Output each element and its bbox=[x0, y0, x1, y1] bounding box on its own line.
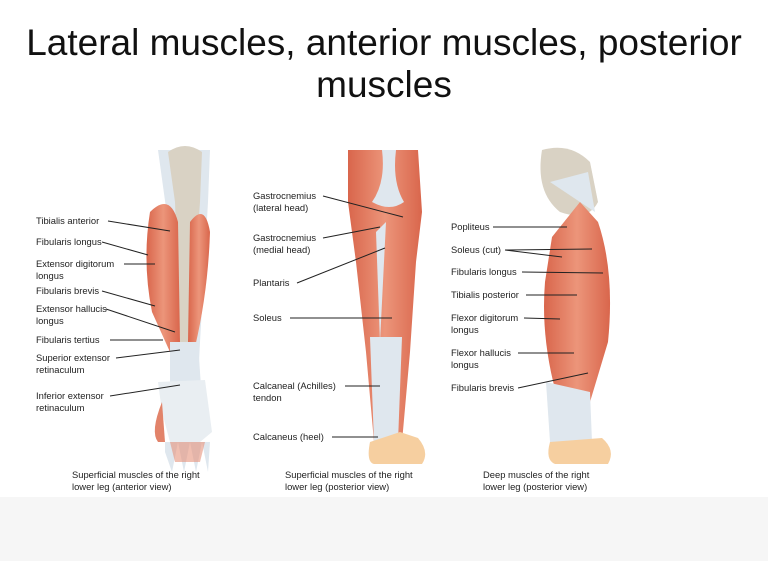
label-fibularis-brevis: Fibularis brevis bbox=[36, 285, 99, 297]
label-text: retinaculum bbox=[36, 363, 85, 375]
label-text: Extensor digitorum bbox=[36, 258, 115, 269]
label-text: longus bbox=[36, 314, 64, 326]
label-gastrocnemius-lateral: Gastrocnemius(lateral head) bbox=[253, 190, 316, 213]
caption-line: lower leg (posterior view) bbox=[483, 480, 588, 492]
label-fibularis-longus-deep: Fibularis longus bbox=[451, 266, 517, 278]
posterior-deep-leg-illustration bbox=[540, 147, 611, 464]
label-text: Tibialis posterior bbox=[451, 289, 519, 300]
label-text: Plantaris bbox=[253, 277, 290, 288]
label-text: Gastrocnemius bbox=[253, 232, 317, 243]
posterior-superficial-leg-illustration bbox=[348, 150, 426, 464]
label-plantaris: Plantaris bbox=[253, 277, 289, 289]
caption-line: lower leg (posterior view) bbox=[285, 480, 390, 492]
label-text: Fibularis longus bbox=[451, 266, 517, 277]
label-text: longus bbox=[451, 358, 479, 370]
label-text: Calcaneal (Achilles) bbox=[253, 380, 336, 391]
label-text: longus bbox=[451, 323, 479, 335]
label-soleus: Soleus bbox=[253, 312, 282, 324]
label-gastrocnemius-medial: Gastrocnemius(medial head) bbox=[253, 232, 316, 255]
label-calcaneal-tendon: Calcaneal (Achilles)tendon bbox=[253, 380, 336, 403]
label-text: tendon bbox=[253, 391, 282, 403]
label-text: Flexor hallucis bbox=[451, 347, 511, 358]
label-calcaneus: Calcaneus (heel) bbox=[253, 431, 324, 443]
title-line-2: muscles bbox=[316, 64, 452, 105]
label-text: Popliteus bbox=[451, 221, 490, 232]
label-text: Superior extensor bbox=[36, 352, 110, 363]
label-text: longus bbox=[36, 269, 64, 281]
label-text: retinaculum bbox=[36, 401, 85, 413]
label-text: Gastrocnemius bbox=[253, 190, 317, 201]
caption-line: Superficial muscles of the right bbox=[72, 469, 200, 480]
label-popliteus: Popliteus bbox=[451, 221, 490, 233]
label-fibularis-brevis-deep: Fibularis brevis bbox=[451, 382, 514, 394]
label-text: Fibularis brevis bbox=[36, 285, 100, 296]
leader-lines bbox=[101, 195, 604, 438]
leg-muscles-figure: Tibialis anterior Fibularis longus Exten… bbox=[30, 142, 622, 496]
label-fibularis-tertius: Fibularis tertius bbox=[36, 334, 100, 346]
label-text: Soleus bbox=[253, 312, 282, 323]
label-tibialis-posterior: Tibialis posterior bbox=[451, 289, 519, 301]
label-text: Flexor digitorum bbox=[451, 312, 519, 323]
anterior-leg-illustration bbox=[146, 146, 212, 472]
label-text: Fibularis longus bbox=[36, 236, 102, 247]
caption-line: Deep muscles of the right bbox=[483, 469, 590, 480]
slide-title: Lateral muscles, anterior muscles, poste… bbox=[0, 22, 768, 106]
label-text: Soleus (cut) bbox=[451, 244, 502, 255]
label-text: (medial head) bbox=[253, 243, 311, 255]
label-text: Inferior extensor bbox=[36, 390, 104, 401]
leg-illustrations bbox=[101, 146, 611, 472]
caption-line: Superficial muscles of the right bbox=[285, 469, 413, 480]
label-fibularis-longus: Fibularis longus bbox=[36, 236, 102, 248]
caption-line: lower leg (anterior view) bbox=[72, 480, 172, 492]
label-text: Fibularis tertius bbox=[36, 334, 100, 345]
label-text: (lateral head) bbox=[253, 201, 309, 213]
label-text: Tibialis anterior bbox=[36, 215, 100, 226]
label-text: Extensor hallucis bbox=[36, 303, 107, 314]
label-tibialis-anterior: Tibialis anterior bbox=[36, 215, 99, 227]
title-line-1: Lateral muscles, anterior muscles, poste… bbox=[26, 22, 742, 63]
slide-footer-band bbox=[0, 497, 768, 561]
label-soleus-cut: Soleus (cut) bbox=[451, 244, 501, 256]
label-text: Calcaneus (heel) bbox=[253, 431, 324, 442]
label-text: Fibularis brevis bbox=[451, 382, 515, 393]
